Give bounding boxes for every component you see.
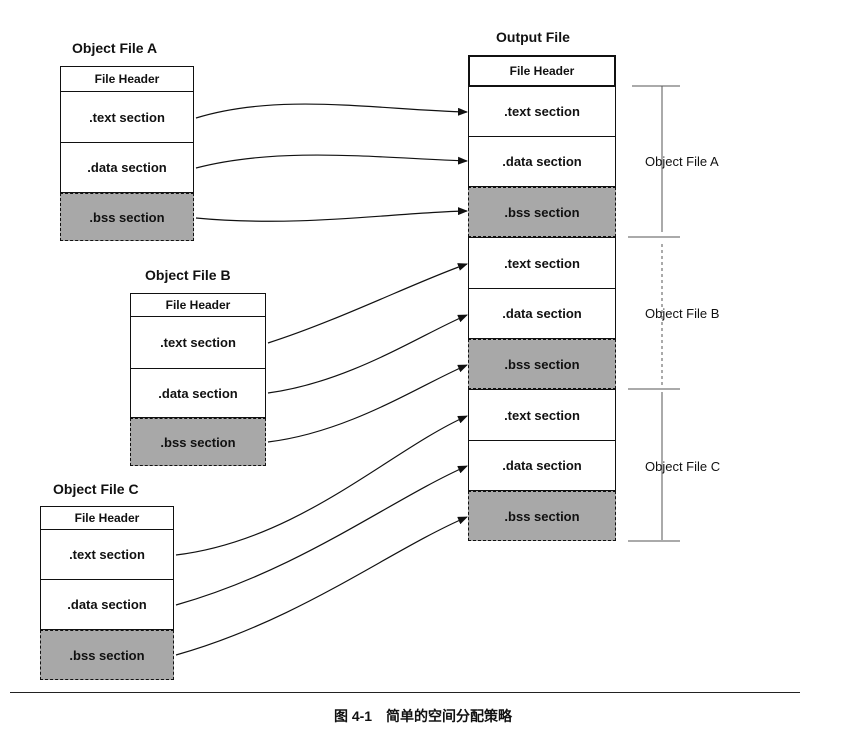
output-a-text-section: .text section <box>468 87 616 137</box>
object-file-b-title: Object File B <box>145 267 231 283</box>
group-brackets <box>628 85 680 542</box>
arrow-b-bss <box>267 364 468 443</box>
object-file-c-text-section: .text section <box>40 530 174 580</box>
output-group-a-label: Object File A <box>645 154 719 169</box>
output-group-c-label: Object File C <box>645 459 721 474</box>
arrow-a-data <box>195 154 468 169</box>
arrow-c-data <box>175 465 468 606</box>
output-c-data-section: .data section <box>468 441 616 491</box>
output-c-text-section: .text section <box>468 389 616 441</box>
arrow-b-text <box>267 263 468 344</box>
object-file-b-data-section: .data section <box>130 369 266 418</box>
arrow-a-text <box>195 103 468 119</box>
object-file-a-header: File Header <box>60 66 194 92</box>
object-file-b-bss-section: .bss section <box>130 418 266 466</box>
object-file-a-bss-section: .bss section <box>60 193 194 241</box>
output-b-text-section: .text section <box>468 237 616 289</box>
output-a-data-section: .data section <box>468 137 616 187</box>
output-c-bss-section: .bss section <box>468 491 616 541</box>
arrow-a-bss <box>195 207 468 222</box>
output-b-bss-section: .bss section <box>468 339 616 389</box>
object-file-c-bss-section: .bss section <box>40 630 174 680</box>
object-file-c-header: File Header <box>40 506 174 530</box>
object-file-a-data-section: .data section <box>60 143 194 193</box>
output-b-data-section: .data section <box>468 289 616 339</box>
arrow-c-text <box>175 415 468 556</box>
arrow-c-bss <box>175 516 468 656</box>
caption-rule <box>10 692 800 693</box>
output-group-b-label: Object File B <box>645 306 720 321</box>
figure-caption: 图 4-1 简单的空间分配策略 <box>333 708 513 724</box>
output-file-header: File Header <box>468 55 616 87</box>
object-file-a-text-section: .text section <box>60 92 194 143</box>
object-file-a-title: Object File A <box>72 40 158 56</box>
object-file-b-header: File Header <box>130 293 266 317</box>
object-file-c-title: Object File C <box>53 481 139 497</box>
arrow-b-data <box>267 314 468 394</box>
object-file-b-text-section: .text section <box>130 317 266 369</box>
object-file-c-data-section: .data section <box>40 580 174 630</box>
output-file-title: Output File <box>496 29 570 45</box>
output-a-bss-section: .bss section <box>468 187 616 237</box>
